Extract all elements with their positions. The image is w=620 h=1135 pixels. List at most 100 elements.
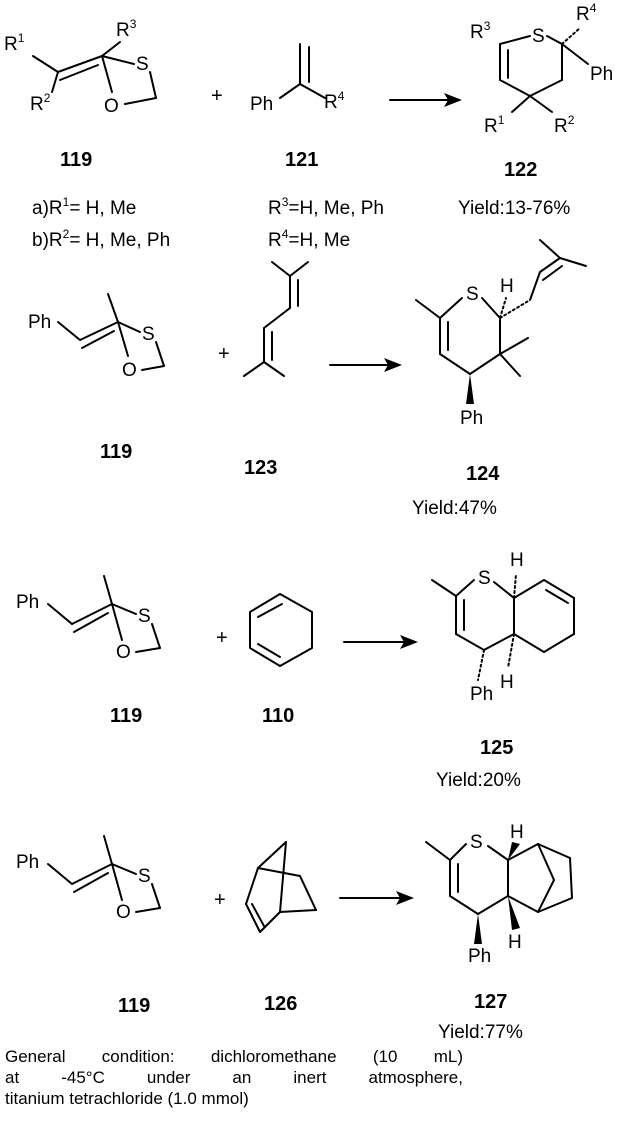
thiopyran-product-124: S H Ph	[415, 239, 587, 429]
atom-H: H	[500, 276, 514, 297]
atom-Ph: Ph	[470, 684, 493, 705]
compound-label-124: 124	[466, 463, 500, 485]
substituent-r4-sup: 4	[282, 227, 289, 241]
atom-S: S	[466, 284, 479, 305]
dithiolane-reactant-119: Ph S O	[16, 835, 161, 923]
tricyclic-product-127: S H H Ph	[425, 822, 573, 967]
arrow-head	[400, 635, 418, 649]
atom-S: S	[478, 568, 491, 589]
atom-H: H	[510, 822, 524, 843]
arrow-head	[396, 891, 414, 905]
atom-R4-sup: 4	[338, 89, 345, 103]
atom-O: O	[116, 902, 131, 923]
svg-text:R2: R2	[554, 113, 575, 137]
plus-sign: +	[214, 889, 226, 911]
atom-R3: R	[470, 22, 484, 43]
atom-R2-sup: 2	[568, 113, 575, 127]
compound-label-125: 125	[480, 737, 513, 759]
yield-124: Yield:47%	[412, 498, 497, 519]
compound-label-119: 119	[100, 441, 132, 463]
atom-Ph: Ph	[28, 312, 51, 333]
plus-sign: +	[218, 343, 230, 365]
atom-R1: R	[4, 34, 18, 55]
compound-label-119: 119	[60, 149, 92, 171]
arrow-head	[444, 93, 462, 107]
substituent-a-sup: 1	[63, 195, 70, 209]
atom-S: S	[470, 832, 483, 853]
substituent-a-values: = H, Me	[69, 198, 136, 219]
bicyclic-product-125: S H H Ph	[431, 550, 575, 705]
atom-R2: R	[554, 116, 568, 137]
atom-R3: R	[116, 20, 130, 41]
atom-S: S	[142, 324, 155, 345]
compound-label-122: 122	[504, 159, 537, 181]
svg-text:a)R1= H, Me: a)R1= H, Me	[32, 195, 136, 219]
atom-R3-sup: 3	[130, 17, 137, 31]
scheme-1: R1 R2 R3 S O 119 + Ph R4 121	[4, 1, 613, 251]
yield-127: Yield:77%	[438, 1022, 523, 1043]
svg-text:R1: R1	[4, 31, 25, 55]
atom-Ph: Ph	[460, 408, 483, 429]
atom-H: H	[500, 672, 514, 693]
scheme-4: Ph S O 119 + 126	[16, 822, 573, 1043]
substituent-r4-label: R	[268, 230, 282, 251]
norbornene-126	[245, 841, 317, 933]
yield-125: Yield:20%	[436, 770, 521, 791]
general-conditions: General condition: dichloromethane (10 m…	[5, 1046, 463, 1109]
svg-text:R3=H, Me, Ph: R3=H, Me, Ph	[268, 195, 384, 219]
thiopyran-product-122: R3 S R4 Ph R1 R2	[470, 1, 613, 137]
compound-label-121: 121	[285, 149, 318, 171]
atom-R4: R	[324, 92, 338, 113]
atom-R1-sup: 1	[498, 113, 505, 127]
atom-R1: R	[484, 116, 498, 137]
dithiolane-reactant-generic: R1 R2 R3 S O	[4, 17, 157, 117]
conditions-line-3: titanium tetrachloride (1.0 mmol)	[5, 1089, 249, 1108]
substituent-r3-sup: 3	[282, 195, 289, 209]
svg-text:b)R2= H, Me, Ph: b)R2= H, Me, Ph	[32, 227, 170, 251]
substituent-a-label: a)R	[32, 198, 63, 219]
compound-label-127: 127	[474, 991, 507, 1013]
conditions-line-2: at -45°C under an inert atmosphere,	[5, 1068, 463, 1087]
substituent-r3-values: =H, Me, Ph	[288, 198, 384, 219]
substituent-b-values: = H, Me, Ph	[69, 230, 170, 251]
atom-Ph: Ph	[468, 946, 491, 967]
atom-S: S	[138, 866, 151, 887]
atom-R3-sup: 3	[484, 19, 491, 33]
cyclohexadiene-110	[249, 593, 313, 667]
svg-text:R3: R3	[116, 17, 137, 41]
atom-R4: R	[576, 4, 590, 25]
atom-H: H	[510, 550, 524, 571]
svg-text:R4: R4	[576, 1, 597, 25]
compound-label-110: 110	[262, 705, 294, 727]
compound-label-119: 119	[118, 995, 150, 1017]
plus-sign: +	[216, 627, 228, 649]
atom-S: S	[138, 606, 151, 627]
scheme-2: Ph S O 119 + 123	[28, 239, 587, 519]
compound-label-123: 123	[244, 457, 277, 479]
atom-O: O	[104, 96, 119, 117]
svg-text:R2: R2	[30, 91, 51, 115]
atom-O: O	[116, 642, 131, 663]
alkene-121: Ph R4	[250, 43, 345, 115]
atom-S: S	[136, 54, 149, 75]
svg-text:R4: R4	[324, 89, 345, 113]
atom-R4-sup: 4	[590, 1, 597, 15]
compound-label-119: 119	[110, 705, 142, 727]
substituent-r3-label: R	[268, 198, 282, 219]
plus-sign: +	[211, 85, 223, 107]
atom-Ph: Ph	[16, 592, 39, 613]
substituent-b-sup: 2	[63, 227, 70, 241]
svg-text:R1: R1	[484, 113, 505, 137]
atom-R2: R	[30, 94, 44, 115]
svg-text:R4=H, Me: R4=H, Me	[268, 227, 350, 251]
compound-label-126: 126	[264, 993, 297, 1015]
scheme-3: Ph S O 119 + 110 S H H	[16, 550, 575, 791]
dithiolane-reactant-119: Ph S O	[16, 575, 161, 663]
atom-H: H	[508, 932, 522, 953]
atom-R1-sup: 1	[18, 31, 25, 45]
diene-123	[243, 261, 309, 377]
conditions-line-1: General condition: dichloromethane (10 m…	[5, 1047, 463, 1066]
atom-S: S	[532, 26, 545, 47]
arrow-head	[384, 358, 402, 372]
